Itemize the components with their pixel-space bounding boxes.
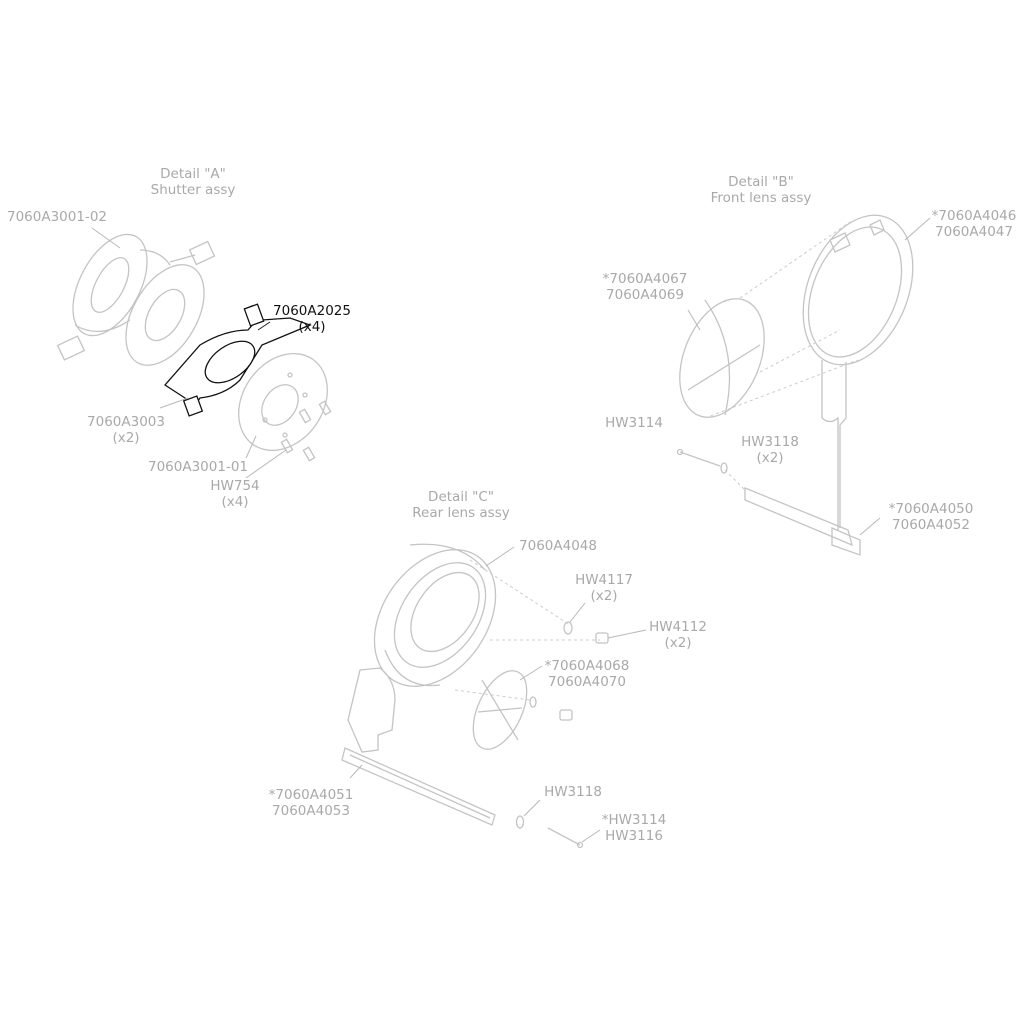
label-7060A4068-part: *7060A4068 [544,658,630,674]
label-HW4117-qty: (x2) [590,588,618,604]
part-HW3118-front-drawing [720,462,728,474]
label-7060A4070-part: 7060A4070 [548,674,626,690]
label-HW4112: HW4112 (x2) [638,619,718,651]
detail-b-subtitle-text: Front lens assy [710,190,812,206]
label-7060A4046: *7060A4046 7060A4047 [924,208,1024,240]
label-7060A4067: *7060A4067 7060A4069 [590,271,700,303]
label-7060A2025-part: 7060A2025 [273,303,351,319]
label-7060A4067-part: *7060A4067 [602,271,688,287]
detail-c-subtitle-text: Rear lens assy [412,505,510,521]
label-7060A4051: *7060A4051 7060A4053 [256,787,366,819]
label-HW4117-part: HW4117 [575,572,633,588]
detail-c-title: Detail "C" Rear lens assy [386,489,536,521]
part-HW3118-rear-drawing [515,815,525,829]
label-7060A4046-part: *7060A4046 [931,208,1017,224]
label-7060A4052-part: 7060A4052 [892,517,970,533]
label-HW4112-qty: (x2) [664,635,692,651]
label-HW754-qty: (x4) [221,494,249,510]
part-7060A4050-drawing [744,360,861,556]
part-HW754-screws-drawing [280,400,332,462]
detail-a-subtitle-text: Shutter assy [150,182,236,198]
label-HW4117: HW4117 (x2) [564,572,644,604]
detail-b-title: Detail "B" Front lens assy [686,174,836,206]
label-HW3118-rear: HW3118 [544,784,602,800]
part-7060A4048-drawing [373,543,497,687]
label-7060A4051-part: *7060A4051 [268,787,354,803]
label-7060A3001-01: 7060A3001-01 [148,459,248,475]
label-7060A4050-part: *7060A4050 [888,501,974,517]
detail-c-title-text: Detail "C" [428,489,494,505]
label-7060A3003-part: 7060A3003 [87,414,165,430]
detail-a-title-text: Detail "A" [160,166,226,182]
label-HW3114-rear-part: *HW3114 [601,812,667,828]
label-7060A3003-qty: (x2) [112,430,140,446]
label-7060A4053-part: 7060A4053 [272,803,350,819]
part-7060A4046-drawing [802,214,914,366]
part-7060A2025-drawing [164,303,312,417]
part-7060A3001-02-drawing [56,233,216,366]
label-7060A3003: 7060A3003 (x2) [76,414,176,446]
label-HW3118-front-qty: (x2) [756,450,784,466]
label-7060A2025: 7060A2025 (x4) [262,303,362,335]
detail-a-title: Detail "A" Shutter assy [118,166,268,198]
label-7060A4050: *7060A4050 7060A4052 [876,501,986,533]
label-HW3116-part: HW3116 [605,828,663,844]
label-HW754: HW754 (x4) [195,478,275,510]
label-7060A2025-qty: (x4) [298,319,326,335]
label-HW3114-front: HW3114 [605,415,663,431]
label-HW754-part: HW754 [210,478,260,494]
label-7060A3001-02: 7060A3001-02 [7,209,107,225]
label-HW3118-front: HW3118 (x2) [730,434,810,466]
label-7060A4068: *7060A4068 7060A4070 [532,658,642,690]
label-7060A4069-part: 7060A4069 [606,287,684,303]
part-7060A4068-drawing [472,670,528,750]
part-HW4117-drawing [529,621,573,708]
part-HW3114-front-drawing [676,448,721,467]
label-HW3118-front-part: HW3118 [741,434,799,450]
part-HW3114-rear-drawing [547,827,584,849]
part-7060A3001-01-drawing [238,352,328,452]
part-7060A4067-drawing [679,298,765,418]
detail-b-title-text: Detail "B" [728,174,794,190]
label-HW4112-part: HW4112 [649,619,707,635]
label-7060A4047-part: 7060A4047 [935,224,1013,240]
label-7060A4048: 7060A4048 [519,538,597,554]
part-7060A4051-drawing [341,667,496,826]
label-HW3114-rear: *HW3114 HW3116 [594,812,674,844]
